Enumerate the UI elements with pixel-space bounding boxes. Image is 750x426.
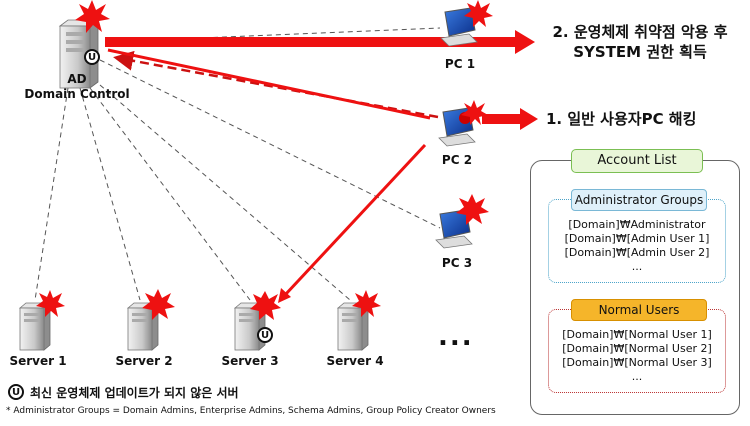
burst-icon (75, 0, 110, 33)
burst-icon (464, 0, 493, 27)
normal-member: [Domain]₩[Normal User 3] (562, 356, 712, 369)
pc3-icon[interactable] (435, 209, 473, 249)
burst-icon (352, 290, 381, 317)
ad-label-line1: AD (67, 72, 87, 86)
unpatched-badge-server3: U (257, 327, 273, 343)
pc2-label: PC 2 (441, 153, 473, 167)
admin-member: ... (631, 260, 643, 273)
attack-arrows (105, 30, 538, 303)
arrow-ad-to-pc1-step2 (105, 30, 535, 54)
link-ad-pc3 (99, 59, 441, 229)
burst-icon (461, 100, 488, 125)
server1-icon[interactable] (18, 302, 52, 351)
step1-callout: 1. 일반 사용자PC 해킹 (546, 110, 697, 128)
ad-label-line2: Domain Control (24, 87, 130, 101)
arrow-pc2-to-server3 (283, 143, 427, 297)
server2-label: Server 2 (115, 354, 173, 368)
server4-icon[interactable] (336, 302, 370, 351)
admin-groups-box: Administrator Groups [Domain]₩Administra… (548, 189, 726, 283)
ad-label: AD Domain Control (22, 72, 132, 102)
admin-groups-title: Administrator Groups (571, 189, 707, 211)
admin-member: [Domain]₩[Admin User 2] (564, 246, 710, 259)
pc3-label: PC 3 (441, 256, 473, 270)
link-ad-server1 (34, 87, 69, 301)
normal-users-box: Normal Users [Domain]₩[Normal User 1] [D… (548, 299, 726, 393)
arrow-ad-to-pc2 (107, 48, 431, 120)
legend-text: 최신 운영체제 업데이트가 되지 않은 서버 (30, 385, 239, 400)
unpatched-badge-ad: U (84, 49, 100, 65)
arrow-pc2-to-step1 (482, 108, 538, 130)
legend: U 최신 운영체제 업데이트가 되지 않은 서버 (8, 381, 239, 403)
unpatched-badge-legend: U (8, 384, 24, 400)
burst-icon (250, 291, 281, 320)
account-list-panel: Account List Administrator Groups [Domai… (530, 149, 740, 415)
burst-icon (36, 290, 65, 317)
burst-icon (456, 194, 489, 225)
step2-line1: 2. 운영체제 취약점 악용 후 (552, 23, 728, 41)
normal-member: [Domain]₩[Normal User 1] (562, 328, 712, 341)
pc1-label: PC 1 (444, 57, 476, 71)
burst-icon (142, 289, 175, 320)
normal-users-title: Normal Users (571, 299, 707, 321)
normal-member: [Domain]₩[Normal User 2] (562, 342, 712, 355)
footnote: * Administrator Groups = Domain Admins, … (6, 406, 496, 416)
arrow-server3-head (278, 288, 291, 303)
server1-label: Server 1 (9, 354, 67, 368)
step2-line2: SYSTEM 권한 획득 (573, 43, 707, 61)
normal-member: ... (631, 370, 643, 383)
link-ad-server2 (79, 87, 141, 301)
more-servers-ellipsis: ... (438, 322, 474, 352)
admin-member: [Domain]₩[Admin User 1] (564, 232, 710, 245)
arrow-pc2-to-ad (113, 50, 439, 119)
account-list-title: Account List (571, 149, 703, 173)
link-ad-server4 (99, 84, 351, 301)
server3-label: Server 3 (221, 354, 279, 368)
server4-label: Server 4 (326, 354, 384, 368)
step2-callout: 2. 운영체제 취약점 악용 후 SYSTEM 권한 획득 (540, 22, 740, 62)
admin-member: [Domain]₩Administrator (568, 218, 706, 231)
